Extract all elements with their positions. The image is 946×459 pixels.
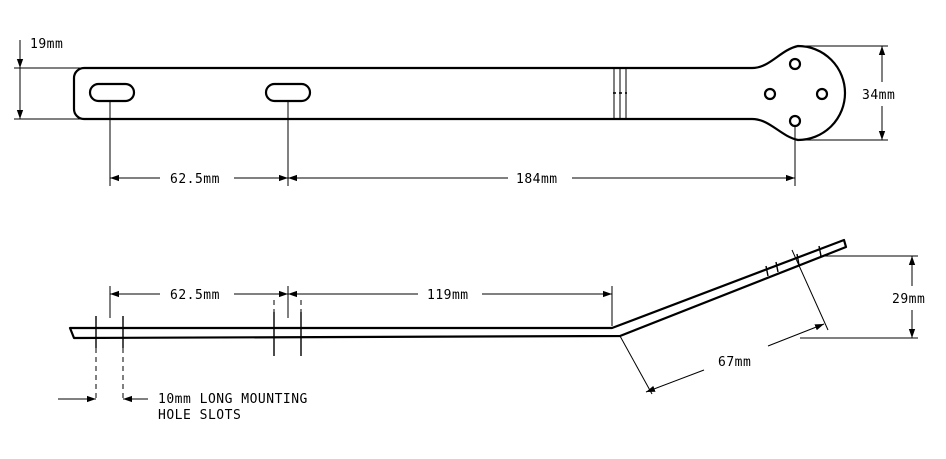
side-angled-ticks	[765, 245, 822, 277]
disc-hole-top	[788, 57, 802, 71]
dim-29mm: 29mm	[800, 255, 925, 339]
top-view: 19mm 34mm 62.5mm 184mm	[14, 37, 895, 187]
dim-label-flat-length: 119mm	[427, 288, 469, 303]
mounting-slot-2	[264, 82, 312, 103]
mounting-slot-1	[88, 82, 136, 103]
top-bend-lines	[613, 68, 627, 119]
dim-top-horizontal: 62.5mm 184mm	[109, 101, 796, 187]
top-view-outline	[72, 44, 847, 142]
disc-hole-bottom	[788, 114, 802, 128]
side-view: 62.5mm 119mm 29mm 67mm 10mm LONG MOUNTIN…	[58, 238, 925, 423]
dim-label-rise: 29mm	[892, 292, 925, 307]
disc-hole-right	[815, 87, 829, 101]
dim-label-top-spacing: 62.5mm	[170, 172, 220, 187]
dim-label-angled-length: 67mm	[718, 355, 751, 370]
dim-67mm: 67mm	[619, 249, 829, 395]
dim-label-overall: 184mm	[516, 172, 558, 187]
note-line-2: HOLE SLOTS	[158, 408, 241, 423]
dim-label-height: 19mm	[30, 37, 63, 52]
dim-label-side-spacing: 62.5mm	[170, 288, 220, 303]
side-view-outline	[68, 238, 848, 340]
note-line-1: 10mm LONG MOUNTING	[158, 392, 308, 407]
side-slot-lines	[95, 300, 302, 400]
dim-label-disc: 34mm	[862, 88, 895, 103]
dim-19mm: 19mm	[14, 37, 84, 120]
dim-side-horizontal: 62.5mm 119mm	[109, 286, 613, 326]
dim-34mm: 34mm	[800, 45, 895, 141]
disc-hole-left	[763, 87, 777, 101]
slot-note: 10mm LONG MOUNTING HOLE SLOTS	[58, 392, 308, 423]
